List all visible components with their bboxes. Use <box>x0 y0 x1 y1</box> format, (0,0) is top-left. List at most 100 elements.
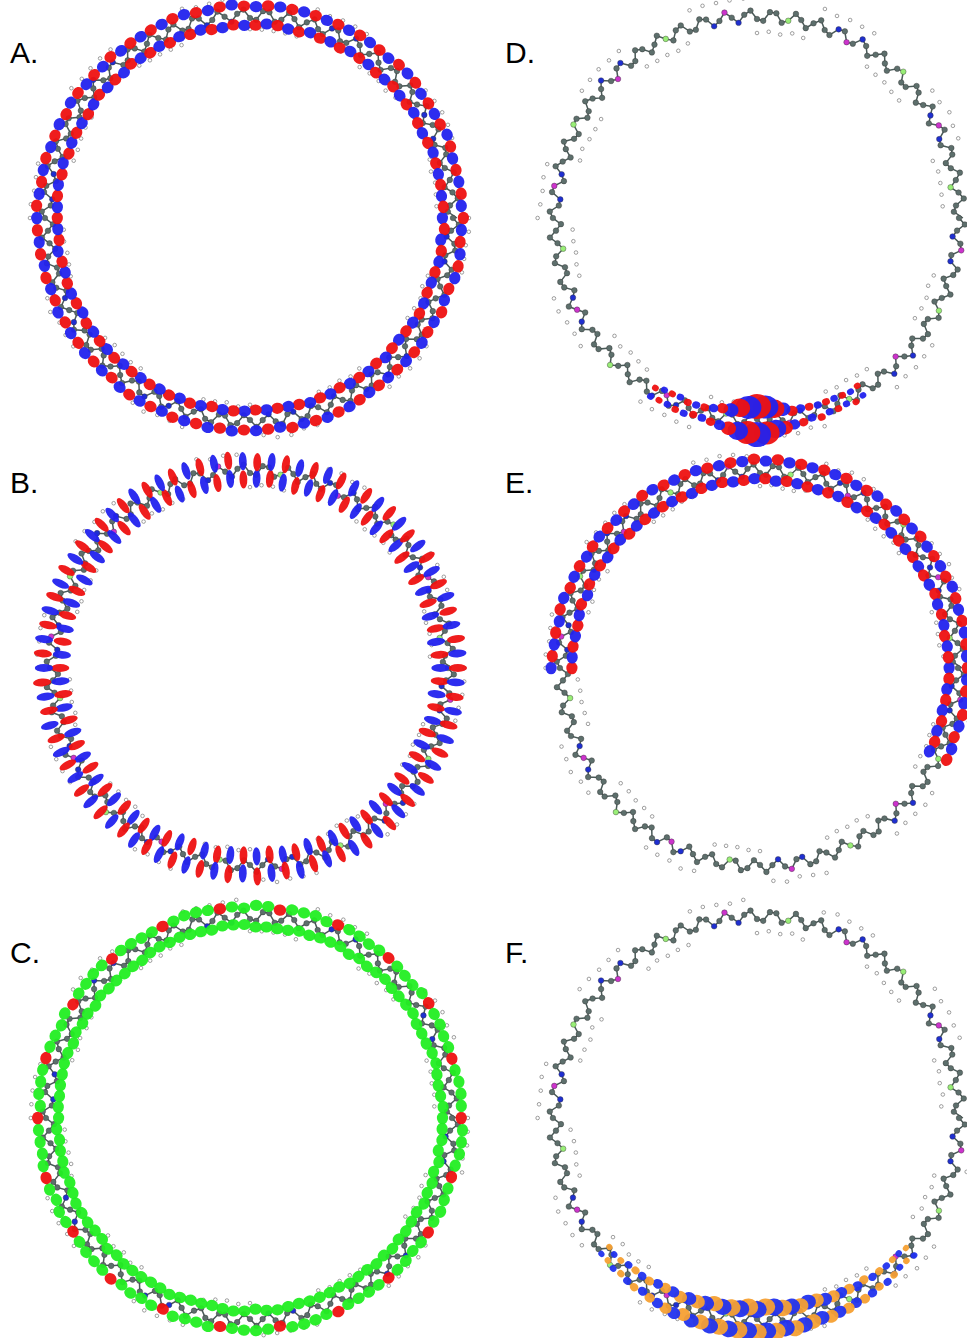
hydrogen-atom <box>63 1128 67 1132</box>
hydrogen-atom <box>404 1215 408 1219</box>
atom <box>785 18 791 24</box>
atom <box>395 354 401 360</box>
orbital-lobe <box>67 584 87 599</box>
hydrogen-atom <box>591 600 595 604</box>
orbital-lobe <box>320 410 336 425</box>
atom <box>303 474 309 480</box>
orbital-lobe <box>444 1170 458 1185</box>
hydrogen-atom <box>778 33 782 37</box>
atom <box>561 285 567 291</box>
hydrogen-atom <box>585 540 589 544</box>
hydrogen-atom <box>692 869 696 873</box>
orbital-lobe <box>31 224 43 237</box>
hydrogen-atom <box>142 1309 146 1313</box>
orbital-lobe <box>198 475 210 495</box>
hydrogen-atom <box>675 420 679 424</box>
atom <box>625 362 631 368</box>
atom <box>375 961 381 967</box>
orbital-lobe <box>408 781 427 798</box>
atom <box>450 215 456 221</box>
hydrogen-atom <box>569 770 573 774</box>
hydrogen-atom <box>644 846 648 850</box>
hydrogen-atom <box>565 757 569 761</box>
orbital-lobe <box>334 471 349 491</box>
orbital-lobe <box>39 1050 53 1065</box>
orbital-lobe <box>679 409 689 418</box>
orbital-lobe <box>821 397 831 406</box>
hydrogen-atom <box>541 189 545 193</box>
orbital-lobe <box>57 563 77 578</box>
hydrogen-atom <box>335 824 339 828</box>
hydrogen-atom <box>69 1162 73 1166</box>
orbital-lobe <box>346 838 362 858</box>
hydrogen-atom <box>426 274 430 278</box>
atom <box>315 26 321 32</box>
orbital-lobe <box>445 151 459 166</box>
atom <box>875 382 881 388</box>
orbital-lobe <box>36 162 50 177</box>
atom <box>590 96 596 102</box>
atom <box>703 17 709 23</box>
hydrogen-atom <box>365 932 369 936</box>
orbital-lobe <box>829 394 839 403</box>
orbital-lobe <box>35 634 54 644</box>
atom <box>563 146 569 152</box>
hydrogen-atom <box>363 486 367 490</box>
hydrogen-atom <box>790 32 794 36</box>
atom <box>386 1263 392 1269</box>
atom <box>925 331 931 337</box>
orbital-lobe <box>63 726 83 740</box>
atom <box>550 215 556 221</box>
orbital-lobe <box>858 391 867 400</box>
hydrogen-atom <box>578 159 582 163</box>
orbital-lobe <box>449 163 463 178</box>
atom <box>955 665 961 671</box>
atom <box>900 69 906 75</box>
orbital-lobe <box>439 127 454 143</box>
orbital-lobe <box>437 200 449 213</box>
atom <box>222 915 228 921</box>
orbital-lobe <box>33 187 46 201</box>
atom <box>822 27 828 33</box>
orbital-lobe <box>297 5 312 19</box>
orbital-lobe <box>414 584 434 599</box>
atom <box>913 100 919 106</box>
hydrogen-atom <box>860 25 864 29</box>
orbital-lobe <box>455 1099 467 1112</box>
orbital-lobe <box>381 814 399 833</box>
orbital-lobe <box>691 400 701 410</box>
hydrogen-atom <box>597 67 601 71</box>
hydrogen-atom <box>705 458 709 462</box>
orbital-lobe <box>51 664 69 672</box>
hydrogen-atom <box>914 365 918 369</box>
orbital-lobe <box>227 1305 241 1317</box>
hydrogen-atom <box>575 263 579 267</box>
hydrogen-atom <box>442 575 446 579</box>
atom <box>711 24 717 30</box>
atom <box>591 342 597 348</box>
atom <box>117 372 123 378</box>
atom <box>892 371 898 377</box>
hydrogen-atom <box>139 966 143 970</box>
orbital-lobe <box>261 423 275 435</box>
atom <box>864 53 870 59</box>
hydrogen-atom <box>446 123 450 127</box>
hydrogen-atom <box>731 453 735 457</box>
atom <box>598 78 604 84</box>
hydrogen-atom <box>180 43 184 47</box>
hydrogen-atom <box>29 1116 33 1120</box>
atom <box>210 918 216 924</box>
hydrogen-atom <box>349 375 353 379</box>
hydrogen-atom <box>421 284 425 288</box>
atom <box>953 203 959 209</box>
hydrogen-atom <box>634 799 638 803</box>
orbital-lobe <box>441 1039 456 1055</box>
atom <box>910 353 916 359</box>
orbital-lobe <box>155 1301 171 1316</box>
atom <box>203 1315 209 1321</box>
hydrogen-atom <box>445 588 449 592</box>
atom <box>451 1141 457 1147</box>
hydrogen-atom <box>618 345 622 349</box>
hydrogen-atom <box>862 477 866 481</box>
hydrogen-atom <box>671 507 675 511</box>
